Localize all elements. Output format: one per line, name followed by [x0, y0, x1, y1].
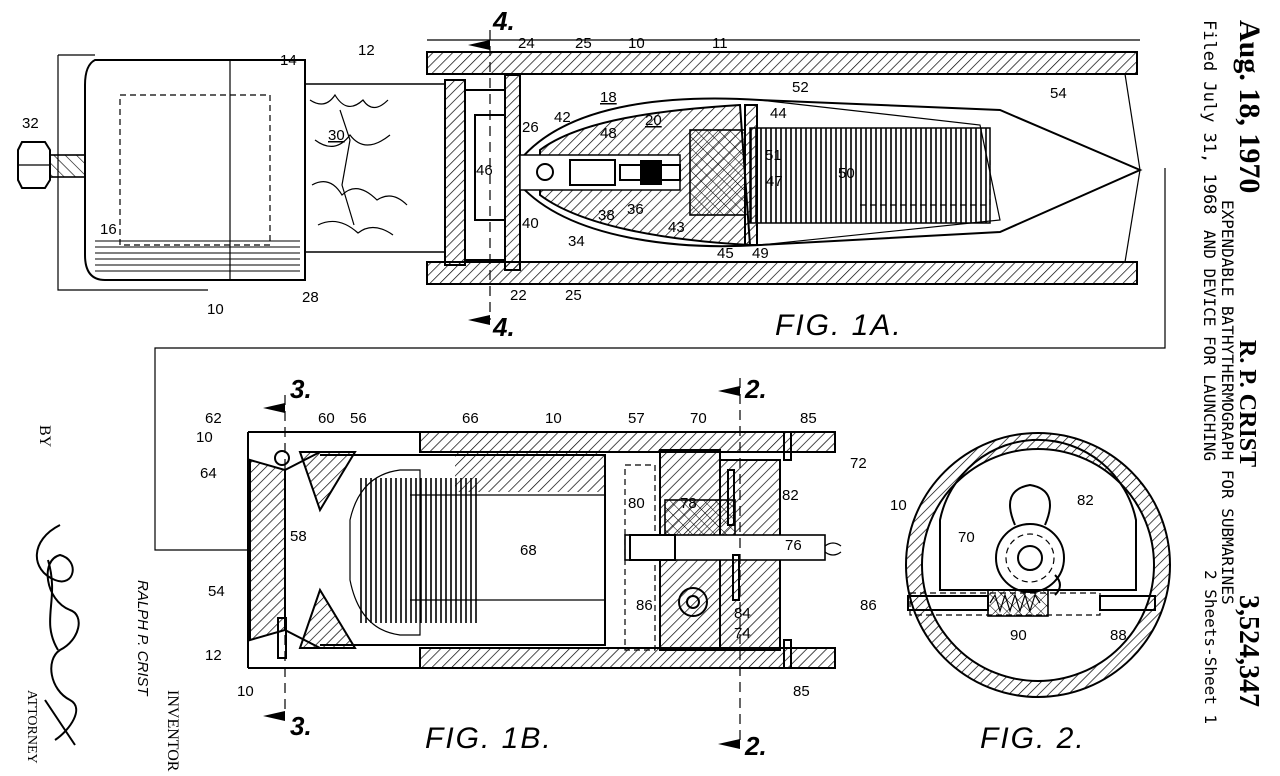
ref-68: 68 [520, 542, 537, 559]
inventor-label: INVENTOR [164, 690, 181, 772]
ref-70b: 70 [958, 529, 975, 546]
ref-78: 78 [680, 495, 697, 512]
ref-24: 24 [518, 35, 535, 52]
by-label: BY [36, 425, 53, 448]
patent-title-line1: EXPENDABLE BATHYTHERMOGRAPH FOR SUBMARIN… [1218, 200, 1237, 605]
ref-38: 38 [598, 207, 615, 224]
ref-32: 32 [22, 115, 39, 132]
ref-47: 47 [766, 173, 783, 190]
fig-1a-refs: 24 25 10 11 14 12 52 54 32 18 20 44 42 4… [22, 6, 1067, 342]
ref-52: 52 [792, 79, 809, 96]
patent-title-line2: AND DEVICE FOR LAUNCHING [1200, 230, 1219, 461]
fig-1a-label: FIG. 1A. [775, 309, 903, 342]
ref-56: 56 [350, 410, 367, 427]
ref-16: 16 [100, 221, 117, 238]
ref-42: 42 [554, 109, 571, 126]
ref-10: 10 [628, 35, 645, 52]
ref-54: 54 [1050, 85, 1067, 102]
ref-49: 49 [752, 245, 769, 262]
ref-57: 57 [628, 410, 645, 427]
ref-14: 14 [280, 52, 297, 69]
filed-date: Filed July 31, 1968 [1199, 20, 1219, 214]
fig-1b-refs: 62 60 56 66 10 57 70 85 72 10 64 80 78 8… [196, 374, 867, 761]
ref-86: 86 [636, 597, 653, 614]
ref-36: 36 [627, 201, 644, 218]
ref-66: 66 [462, 410, 479, 427]
ref-82: 82 [782, 487, 799, 504]
ref-28: 28 [302, 289, 319, 306]
ref-26: 26 [522, 119, 539, 136]
ref-48: 48 [600, 125, 617, 142]
fig-1b-label: FIG. 1B. [425, 722, 553, 755]
ref-62: 62 [205, 410, 222, 427]
section-3-top: 3. [290, 374, 312, 404]
section-4-bottom: 4. [492, 312, 515, 342]
ref-82b: 82 [1077, 492, 1094, 509]
bolt-head [17, 141, 51, 189]
section-2-top: 2. [744, 374, 767, 404]
fig-1b [247, 378, 842, 749]
ref-30: 30 [328, 127, 345, 144]
ref-44: 44 [770, 105, 787, 122]
ref-10f: 10 [890, 497, 907, 514]
ref-60: 60 [318, 410, 335, 427]
ref-54b: 54 [208, 583, 225, 600]
ref-10b: 10 [207, 301, 224, 318]
ref-72: 72 [850, 455, 867, 472]
ref-10d: 10 [196, 429, 213, 446]
inventor-full-name: RALPH P. CRIST [134, 580, 151, 697]
fig-1a [17, 30, 1166, 551]
ref-88: 88 [1110, 627, 1127, 644]
attorney-label: ATTORNEY [24, 690, 39, 764]
header-block: Aug. 18, 1970 Filed July 31, 1968 R. P. … [1199, 20, 1266, 724]
ref-20: 20 [645, 112, 662, 129]
ref-80: 80 [628, 495, 645, 512]
section-2-bottom: 2. [744, 731, 767, 761]
ref-22: 22 [510, 287, 527, 304]
attorney-signature [35, 524, 80, 746]
patent-date: Aug. 18, 1970 [1233, 20, 1266, 193]
ref-25: 25 [575, 35, 592, 52]
ref-10c: 10 [545, 410, 562, 427]
ref-10e: 10 [237, 683, 254, 700]
section-4-top: 4. [492, 6, 515, 36]
ref-25b: 25 [565, 287, 582, 304]
ref-45: 45 [717, 245, 734, 262]
ref-64: 64 [200, 465, 217, 482]
ref-34: 34 [568, 233, 585, 250]
fig-2 [905, 432, 1171, 698]
fig-2-label: FIG. 2. [980, 722, 1086, 755]
ref-86b: 86 [860, 597, 877, 614]
ref-76: 76 [785, 537, 802, 554]
inventor-header: R. P. CRIST [1234, 340, 1260, 467]
ref-12b: 12 [205, 647, 222, 664]
ref-40: 40 [522, 215, 539, 232]
section-3-bottom: 3. [290, 711, 312, 741]
ref-84: 84 [734, 605, 751, 622]
ref-58: 58 [290, 528, 307, 545]
ref-74: 74 [734, 625, 751, 642]
signature-block: BY INVENTOR RALPH P. CRIST ATTORNEY [24, 425, 181, 772]
ref-70: 70 [690, 410, 707, 427]
sheet-count: 2 Sheets-Sheet 1 [1201, 570, 1220, 724]
ref-90: 90 [1010, 627, 1027, 644]
ref-51: 51 [765, 147, 782, 164]
ref-50: 50 [838, 165, 855, 182]
ref-43: 43 [668, 219, 685, 236]
patent-number: 3,524,347 [1233, 595, 1264, 707]
ref-11: 11 [712, 35, 728, 52]
fig-2-refs: 10 82 70 86 90 88 FIG. 2. [860, 492, 1127, 755]
ref-18: 18 [600, 89, 617, 106]
ref-85b: 85 [793, 683, 810, 700]
ref-46: 46 [476, 162, 493, 179]
ref-12: 12 [358, 42, 375, 59]
ref-85: 85 [800, 410, 817, 427]
